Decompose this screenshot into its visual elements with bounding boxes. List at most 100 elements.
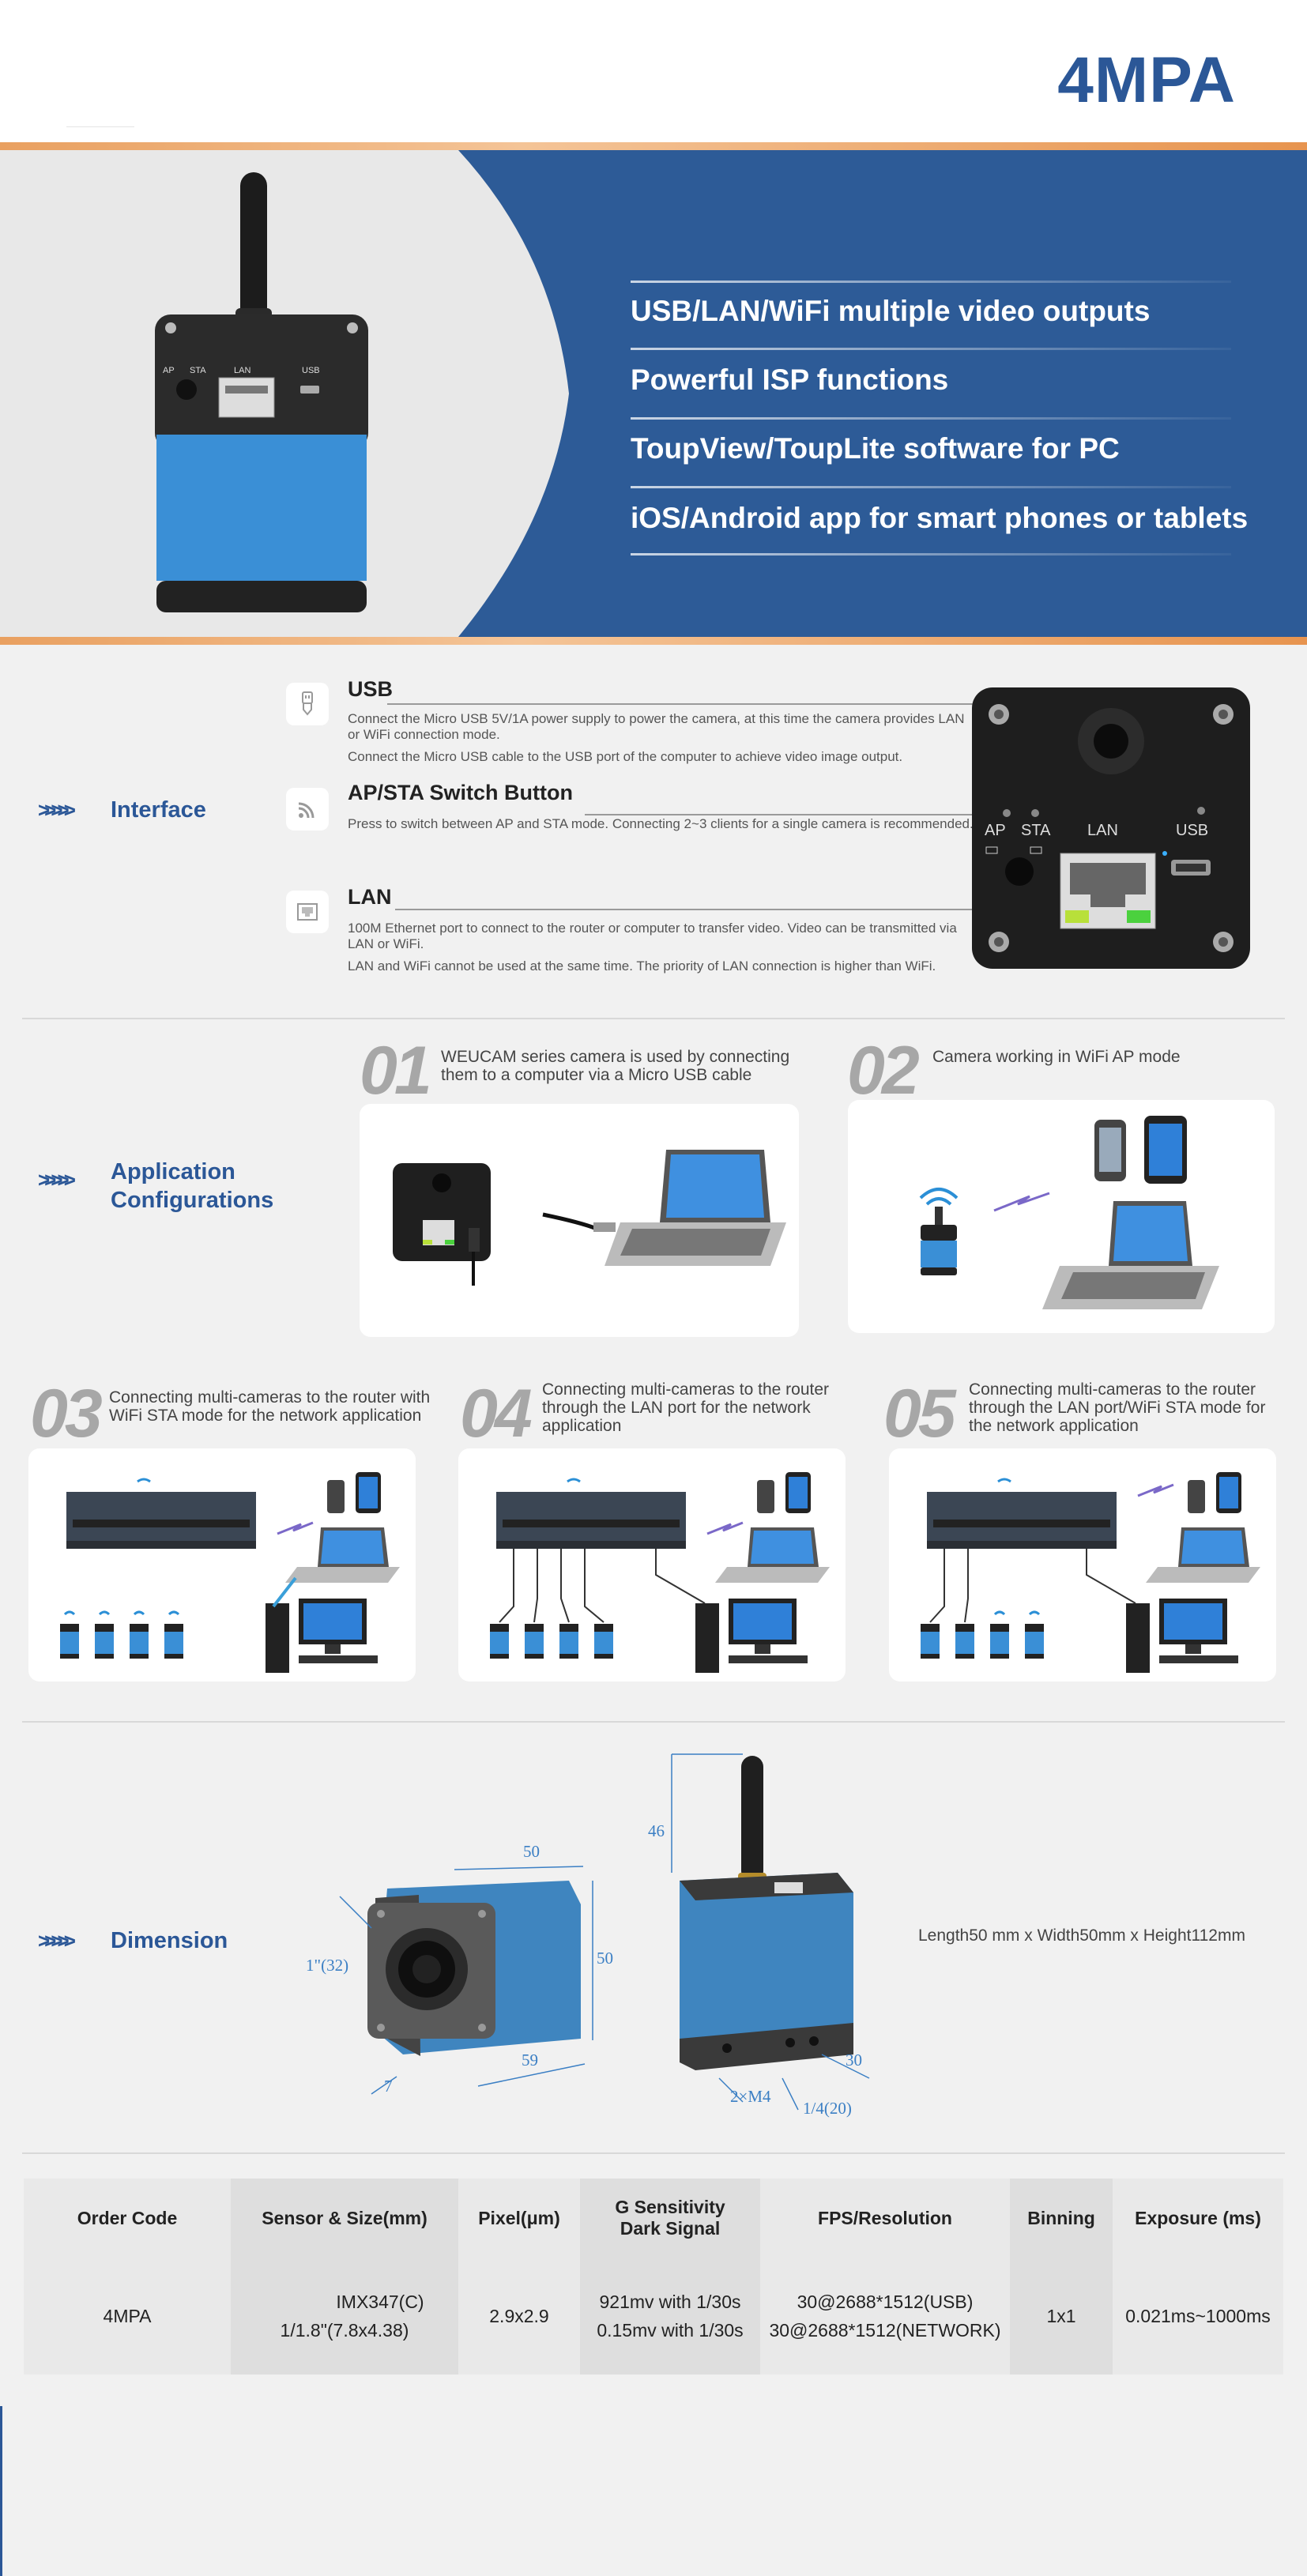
- cell-sensitivity-line-2: 0.15mv with 1/30s: [597, 2320, 744, 2341]
- cell-sensitivity-line-1: 921mv with 1/30s: [599, 2292, 741, 2312]
- svg-text:LAN: LAN: [234, 366, 250, 375]
- header-pixel: Pixel(μm): [458, 2179, 580, 2258]
- config-card-04: [458, 1448, 846, 1682]
- interface-usb-title: USB: [348, 677, 394, 701]
- feature-text-1: USB/LAN/WiFi multiple video outputs: [631, 295, 1151, 327]
- config-illustration-03: [60, 1472, 400, 1673]
- config-illustration-01: [393, 1150, 786, 1286]
- panel-label-lan: LAN: [1087, 822, 1118, 839]
- header-exposure: Exposure (ms): [1113, 2179, 1283, 2258]
- header-binning: Binning: [1010, 2179, 1113, 2258]
- table-header-row: Order Code Sensor & Size(mm) Pixel(μm) G…: [24, 2179, 1283, 2258]
- chevrons-icon: >>>>>: [38, 1929, 76, 1953]
- cell-fps-line-2: 30@2688*1512(NETWORK): [769, 2320, 1001, 2341]
- interface-usb-text-2: Connect the Micro USB cable to the USB p…: [348, 749, 903, 764]
- connector-line-apsta: [585, 814, 1018, 815]
- dimension-back-camera-image: [671, 1753, 870, 2111]
- page-header: [0, 0, 1307, 142]
- feature-line-4: [631, 486, 1231, 488]
- section-label-line-2: Configurations: [111, 1188, 274, 1213]
- feature-line-3: [631, 417, 1231, 420]
- header-fps: FPS/Resolution: [760, 2179, 1010, 2258]
- feature-line-1: [631, 281, 1231, 283]
- orange-band-bottom: [0, 637, 1307, 645]
- header-g-sensitivity: G Sensitivity: [615, 2197, 725, 2217]
- wifi-icon: [286, 788, 329, 830]
- section-label-dimension: >>>>> Dimension: [38, 1926, 228, 1955]
- hero-banner: AP STA LAN USB USB/LAN/WiFi multiple vid…: [0, 150, 1307, 637]
- panel-label-sta: STA: [1021, 822, 1051, 839]
- lan-port-icon: [286, 891, 329, 933]
- dim-label-depth: 30: [846, 2051, 862, 2069]
- hero-camera-image: AP STA LAN USB: [155, 172, 368, 612]
- usb-icon: [286, 683, 329, 725]
- svg-text:USB: USB: [302, 366, 320, 375]
- config-card-02: [848, 1100, 1275, 1333]
- interface-lan-title: LAN: [348, 885, 392, 909]
- interface-lan-text-1: 100M Ethernet port to connect to the rou…: [348, 921, 957, 951]
- interface-lan-text-2: LAN and WiFi cannot be used at the same …: [348, 958, 936, 974]
- config-number-03: 03: [30, 1376, 103, 1452]
- config-illustration-04: [490, 1472, 830, 1673]
- config-number-04: 04: [460, 1376, 533, 1452]
- connector-line-lan: [395, 909, 1043, 910]
- header-sensor: Sensor & Size(mm): [231, 2179, 458, 2258]
- feature-line-2: [631, 348, 1231, 350]
- config-text-03: Connecting multi-cameras to the router w…: [109, 1388, 431, 1425]
- connector-line-usb: [387, 703, 1198, 705]
- dim-label-bottom: 59: [522, 2051, 538, 2069]
- cell-fps: 30@2688*1512(USB) 30@2688*1512(NETWORK): [760, 2258, 1010, 2375]
- section-label-interface: >>>>> Interface: [38, 796, 206, 824]
- divider-3: [22, 2152, 1285, 2154]
- feature-text-3: ToupView/ToupLite software for PC: [631, 432, 1120, 465]
- config-illustration-05: [921, 1472, 1260, 1673]
- config-text-01: WEUCAM series camera is used by connecti…: [441, 1048, 790, 1084]
- dim-label-height: 46: [648, 1821, 665, 1840]
- header-rule: [66, 126, 134, 127]
- feature-text-2: Powerful ISP functions: [631, 363, 949, 396]
- header-dark-signal: Dark Signal: [620, 2218, 721, 2239]
- section-label-text: Interface: [111, 797, 206, 823]
- config-card-03: [28, 1448, 416, 1682]
- svg-text:STA: STA: [190, 366, 206, 375]
- feature-text-4: iOS/Android app for smart phones or tabl…: [631, 502, 1249, 534]
- config-card-01: [360, 1104, 799, 1337]
- panel-label-usb: USB: [1176, 822, 1209, 839]
- dim-label-tripod: 1/4(20): [803, 2099, 852, 2118]
- interface-usb-text-1: Connect the Micro USB 5V/1A power supply…: [348, 711, 965, 742]
- config-card-05: [889, 1448, 1276, 1682]
- dimension-front-camera-image: [339, 1866, 593, 2095]
- divider-2: [22, 1721, 1285, 1723]
- feature-line-5: [631, 553, 1231, 555]
- cell-binning: 1x1: [1010, 2258, 1113, 2375]
- cell-sensor-line-2: 1/1.8"(7.8x4.38): [280, 2320, 409, 2341]
- dim-label-lens: 1"(32): [306, 1956, 349, 1975]
- table-row: 4MPA IMX347(C)1/1.8"(7.8x4.38) 2.9x2.9 9…: [24, 2258, 1283, 2375]
- config-text-04: Connecting multi-cameras to the router t…: [542, 1380, 829, 1435]
- section-label-text: Dimension: [111, 1928, 228, 1953]
- config-number-05: 05: [883, 1376, 956, 1452]
- dim-label-screw: 2×M4: [730, 2087, 771, 2106]
- chevrons-icon: >>>>>: [38, 1168, 76, 1192]
- interface-apsta-text-1: Press to switch between AP and STA mode.…: [348, 816, 974, 831]
- section-label-line-1: Application: [111, 1159, 235, 1184]
- dim-label-top: 50: [523, 1842, 540, 1861]
- interface-apsta-title: AP/STA Switch Button: [348, 781, 573, 804]
- config-number-01: 01: [360, 1033, 432, 1109]
- model-title: 4MPA: [1057, 44, 1236, 116]
- chevrons-icon: >>>>>: [38, 798, 76, 822]
- config-number-02: 02: [847, 1033, 920, 1109]
- left-edge-line: [0, 2406, 2, 2576]
- config-illustration-02: [919, 1116, 1219, 1309]
- hero-blue-shape: [458, 150, 1307, 637]
- cell-sensitivity: 921mv with 1/30s 0.15mv with 1/30s: [580, 2258, 760, 2375]
- header-order-code: Order Code: [24, 2179, 231, 2258]
- spec-table: Order Code Sensor & Size(mm) Pixel(μm) G…: [24, 2179, 1283, 2375]
- config-text-02: Camera working in WiFi AP mode: [932, 1048, 1181, 1066]
- cell-sensor-line-1: IMX347(C): [336, 2292, 424, 2312]
- cell-sensor: IMX347(C) 1/1.8"(7.8x4.38): [231, 2258, 458, 2375]
- cell-fps-line-1: 30@2688*1512(USB): [797, 2292, 974, 2312]
- config-text-05: Connecting multi-cameras to the router t…: [969, 1380, 1266, 1435]
